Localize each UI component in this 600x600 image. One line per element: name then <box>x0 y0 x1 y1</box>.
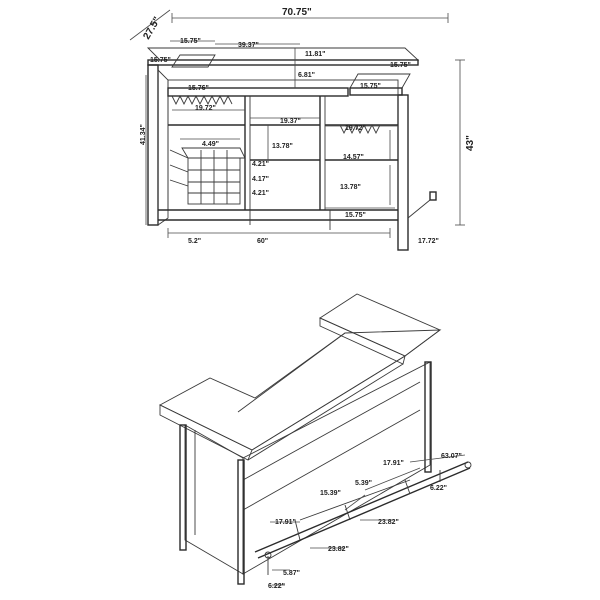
label-l11: 19.72" <box>345 125 366 132</box>
label-l14: 14.57" <box>343 154 364 161</box>
glass-rack-right <box>339 123 381 135</box>
label-d: 6.22" <box>430 485 447 492</box>
label-l10: 19.37" <box>280 118 301 125</box>
right-leg <box>397 94 409 251</box>
label-l17: 4.21" <box>252 190 269 197</box>
label-l13: 13.78" <box>272 143 293 150</box>
leg-front-right <box>237 459 245 585</box>
label-foot-offset: 5.2" <box>188 238 201 245</box>
label-l8: 15.76" <box>188 85 209 92</box>
leg-back-right <box>424 361 432 473</box>
label-l9: 19.72" <box>195 105 216 112</box>
label-l7: 15.75" <box>360 83 381 90</box>
label-l19: 15.75" <box>345 212 366 219</box>
wine-rack <box>181 147 246 205</box>
label-l16: 4.17" <box>252 176 269 183</box>
label-overall-height: 43" <box>465 135 476 151</box>
label-l1: 15.75" <box>180 38 201 45</box>
label-l2: 15.75" <box>150 57 171 64</box>
front-panel <box>184 424 244 575</box>
top-surface <box>146 47 420 61</box>
label-overall-width: 70.75" <box>282 7 312 18</box>
left-leg <box>147 64 159 226</box>
perspective-view: 17.91" 63.07" 5.39" 6.22" 15.39" 17.91" … <box>159 293 472 590</box>
label-b: 63.07" <box>441 453 462 460</box>
top-slab-back <box>319 293 441 357</box>
label-h: 23.82" <box>328 546 349 553</box>
dim-overall-depth <box>129 9 171 41</box>
label-bottom-width: 60" <box>257 238 268 245</box>
left-side-panel <box>157 68 169 226</box>
leg-front-left <box>179 424 187 551</box>
label-e: 15.39" <box>320 490 341 497</box>
label-c: 5.39" <box>355 480 372 487</box>
top-edge <box>147 59 419 66</box>
label-overall-depth: 27.5" <box>142 15 164 42</box>
label-l3: 39.37" <box>238 42 259 49</box>
footrest <box>254 461 472 575</box>
right-shelf-edge <box>349 87 403 96</box>
top-slab-main <box>159 329 442 451</box>
top-block-left <box>171 54 216 68</box>
label-l15: 4.21" <box>252 161 269 168</box>
foot-peg <box>429 191 437 201</box>
label-l6: 15.75" <box>390 62 411 69</box>
label-f: 17.91" <box>275 519 296 526</box>
label-l12: 4.49" <box>202 141 219 148</box>
label-height-left: 41.34" <box>140 124 147 145</box>
top-shelf <box>167 87 349 97</box>
label-j: 5.87" <box>283 570 300 577</box>
label-g: 23.82" <box>378 519 399 526</box>
front-elevation: 70.75" 27.5" 43" 41.34" 60" 5.2" 17.72" … <box>129 7 476 251</box>
label-right-depth: 17.72" <box>418 238 439 245</box>
label-l5: 6.81" <box>298 72 315 79</box>
label-l4: 11.81" <box>305 51 325 58</box>
label-a: 17.91" <box>383 460 404 467</box>
label-l18: 13.78" <box>340 184 361 191</box>
side-panel <box>242 361 431 575</box>
label-i: 6.22" <box>268 583 285 590</box>
glass-rack-left <box>171 94 233 106</box>
